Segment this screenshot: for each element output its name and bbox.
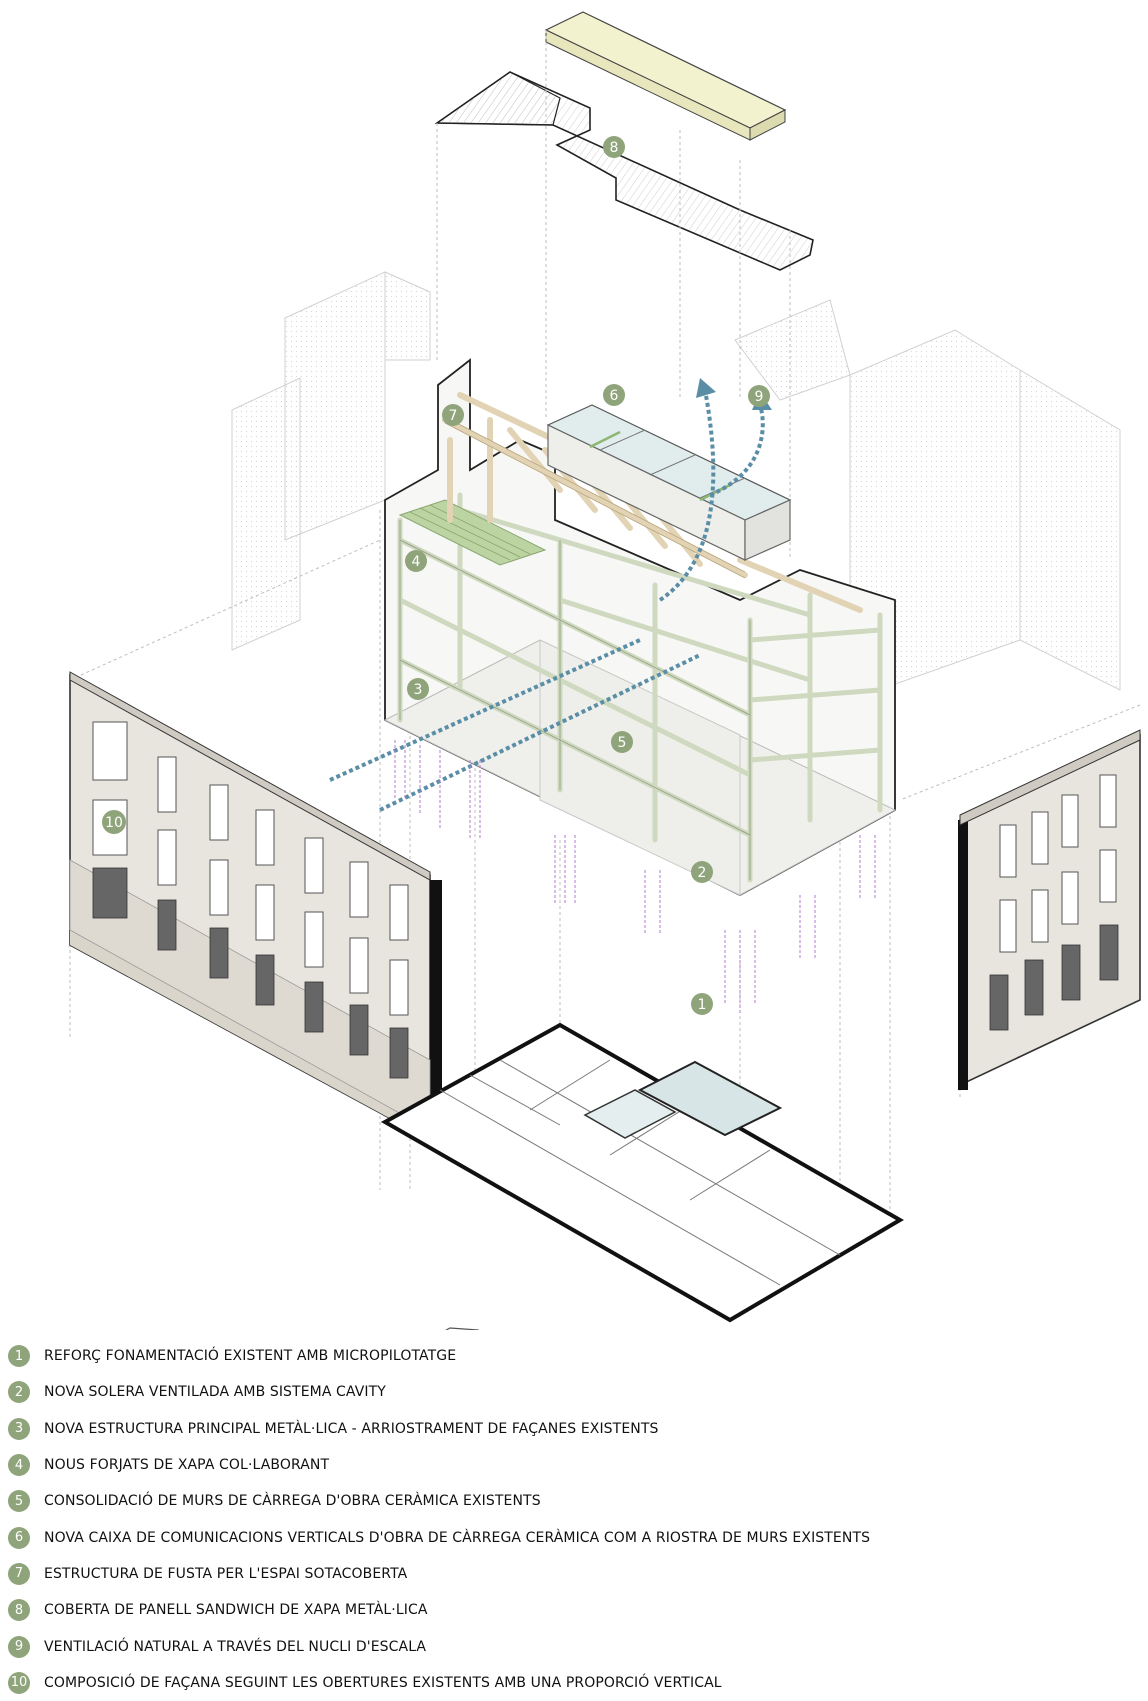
car-illustration [445, 1327, 480, 1330]
right-facade [958, 729, 1141, 1090]
marker-5-label: 5 [618, 735, 627, 751]
marker-4 [405, 550, 427, 572]
legend-text-9: VENTILACIÓ NATURAL A TRAVÉS DEL NUCLI D'… [44, 1638, 427, 1655]
legend-text-6: NOVA CAIXA DE COMUNICACIONS VERTICALS D'… [44, 1529, 871, 1546]
composite-deck [398, 499, 547, 566]
legend-text-10: COMPOSICIÓ DE FAÇANA SEGUINT LES OBERTUR… [44, 1674, 722, 1691]
diagram-markers: 8 6 9 7 4 3 5 10 2 1 [102, 136, 770, 1015]
marker-10 [102, 810, 126, 834]
legend-badge-6: 6 [8, 1526, 30, 1549]
legend-text-7: ESTRUCTURA DE FUSTA PER L'ESPAI SOTACOBE… [44, 1565, 408, 1582]
ground-floor-plan [380, 1022, 904, 1323]
ventilation-arrows [329, 389, 765, 812]
sandwich-panel-roof [544, 11, 787, 141]
legend-item-6: 6 NOVA CAIXA DE COMUNICACIONS VERTICALS … [8, 1519, 1138, 1555]
legend-badge-2: 2 [8, 1381, 30, 1404]
legend-badge-1: 1 [8, 1345, 30, 1368]
marker-9-label: 9 [755, 389, 764, 405]
marker-4-label: 4 [412, 554, 421, 570]
marker-1 [691, 993, 713, 1015]
legend-item-9: 9 VENTILACIÓ NATURAL A TRAVÉS DEL NUCLI … [8, 1628, 1138, 1664]
marker-8-label: 8 [610, 140, 619, 156]
marker-2-label: 2 [698, 865, 707, 881]
legend-badge-9: 9 [8, 1635, 30, 1658]
legend-text-2: NOVA SOLERA VENTILADA AMB SISTEMA CAVITY [44, 1384, 386, 1401]
legend-item-4: 4 NOUS FORJATS DE XAPA COL·LABORANT [8, 1447, 1138, 1483]
circulation-core [546, 404, 792, 561]
marker-3-label: 3 [414, 682, 423, 698]
legend-text-4: NOUS FORJATS DE XAPA COL·LABORANT [44, 1457, 330, 1474]
left-facade [69, 671, 442, 1145]
marker-7-label: 7 [449, 408, 458, 424]
legend-text-1: REFORÇ FONAMENTACIÓ EXISTENT AMB MICROPI… [44, 1348, 457, 1365]
legend-item-10: 10 COMPOSICIÓ DE FAÇANA SEGUINT LES OBER… [8, 1665, 1138, 1701]
legend-badge-3: 3 [8, 1417, 30, 1440]
marker-3 [407, 678, 429, 700]
marker-6-label: 6 [610, 388, 619, 404]
marker-7 [442, 404, 464, 426]
marker-6 [603, 384, 625, 406]
marker-10-label: 10 [105, 815, 123, 831]
marker-5 [611, 731, 633, 753]
legend-badge-5: 5 [8, 1490, 30, 1513]
legend-badge-8: 8 [8, 1599, 30, 1622]
marker-9 [748, 385, 770, 407]
legend-badge-10: 10 [8, 1671, 30, 1694]
legend-text-5: CONSOLIDACIÓ DE MURS DE CÀRREGA D'OBRA C… [44, 1493, 541, 1510]
marker-1-label: 1 [698, 997, 707, 1013]
legend-item-7: 7 ESTRUCTURA DE FUSTA PER L'ESPAI SOTACO… [8, 1556, 1138, 1592]
legend-item-5: 5 CONSOLIDACIÓ DE MURS DE CÀRREGA D'OBRA… [8, 1483, 1138, 1519]
legend-text-3: NOVA ESTRUCTURA PRINCIPAL METÀL·LICA - A… [44, 1420, 659, 1437]
legend-item-8: 8 COBERTA DE PANELL SANDWICH DE XAPA MET… [8, 1592, 1138, 1628]
legend-item-1: 1 REFORÇ FONAMENTACIÓ EXISTENT AMB MICRO… [8, 1338, 1138, 1374]
steel-frame-outline [399, 520, 751, 880]
legend-badge-7: 7 [8, 1562, 30, 1585]
marker-8 [603, 136, 625, 158]
legend-item-3: 3 NOVA ESTRUCTURA PRINCIPAL METÀL·LICA -… [8, 1411, 1138, 1447]
axonometric-exploded-diagram: 8 6 9 7 4 3 5 10 2 1 [69, 11, 1141, 1330]
legend-text-8: COBERTA DE PANELL SANDWICH DE XAPA METÀL… [44, 1602, 428, 1619]
legend-item-2: 2 NOVA SOLERA VENTILADA AMB SISTEMA CAVI… [8, 1374, 1138, 1410]
legend-badge-4: 4 [8, 1454, 30, 1477]
marker-2 [691, 861, 713, 883]
timber-roof-edges [444, 416, 746, 579]
micropiles [394, 740, 876, 1015]
legend: 1 REFORÇ FONAMENTACIÓ EXISTENT AMB MICRO… [8, 1338, 1138, 1701]
